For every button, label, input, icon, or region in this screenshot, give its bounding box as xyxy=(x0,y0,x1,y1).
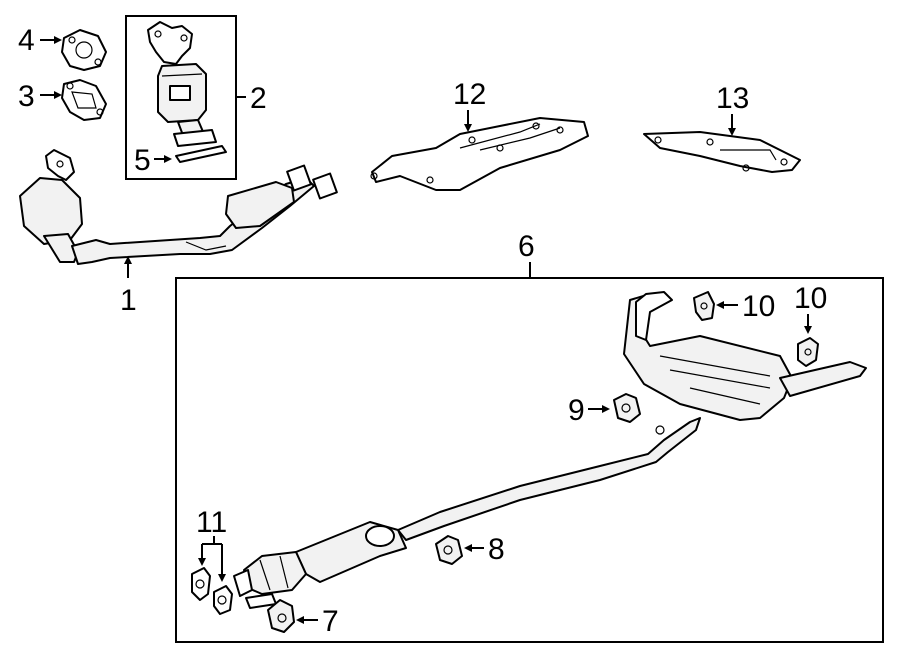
arrow-11 xyxy=(198,536,226,582)
part-11-gasket-b[interactable] xyxy=(213,585,233,615)
arrow-8 xyxy=(464,544,484,552)
arrow-10b xyxy=(804,314,812,334)
part-9-hanger[interactable] xyxy=(613,393,641,423)
part-6-exhaust-system[interactable] xyxy=(233,291,867,609)
part-10-hanger-b[interactable] xyxy=(797,337,819,367)
callout-9: 9 xyxy=(568,394,585,427)
part-5-gasket[interactable] xyxy=(175,145,227,163)
callout-5: 5 xyxy=(134,144,151,177)
callout-8: 8 xyxy=(488,533,505,566)
callout-4: 4 xyxy=(18,24,35,57)
part-13-heat-shield[interactable] xyxy=(643,131,801,173)
part-3-gasket[interactable] xyxy=(61,79,107,121)
arrow-5 xyxy=(154,155,172,163)
callout-1: 1 xyxy=(120,284,137,317)
part-2-catalytic-converter[interactable] xyxy=(147,21,217,147)
part-8-hanger[interactable] xyxy=(435,535,463,565)
arrow-4 xyxy=(40,36,62,44)
arrow-12 xyxy=(464,110,472,132)
arrow-3 xyxy=(40,91,62,99)
callout-6: 6 xyxy=(518,230,535,263)
callout-7: 7 xyxy=(322,605,339,638)
part-11-gasket-a[interactable] xyxy=(191,567,211,601)
callout-10b: 10 xyxy=(794,282,827,315)
part-12-heat-shield[interactable] xyxy=(370,117,589,191)
callout-11: 11 xyxy=(196,506,227,539)
arrow-7 xyxy=(296,616,318,624)
callout-3: 3 xyxy=(18,80,35,113)
part-7-hanger[interactable] xyxy=(267,599,295,633)
part-1-front-pipe[interactable] xyxy=(19,149,338,265)
part-4-gasket[interactable] xyxy=(61,29,107,71)
part-6-box xyxy=(175,277,884,643)
callout-13: 13 xyxy=(716,82,749,115)
arrow-1 xyxy=(124,256,132,278)
callout-12: 12 xyxy=(453,78,486,111)
arrow-9 xyxy=(588,405,610,413)
callout-2: 2 xyxy=(250,82,267,115)
part-10-hanger-a[interactable] xyxy=(693,291,715,321)
callout-10a: 10 xyxy=(742,290,775,323)
arrow-13 xyxy=(728,114,736,136)
arrow-10a xyxy=(716,301,738,309)
